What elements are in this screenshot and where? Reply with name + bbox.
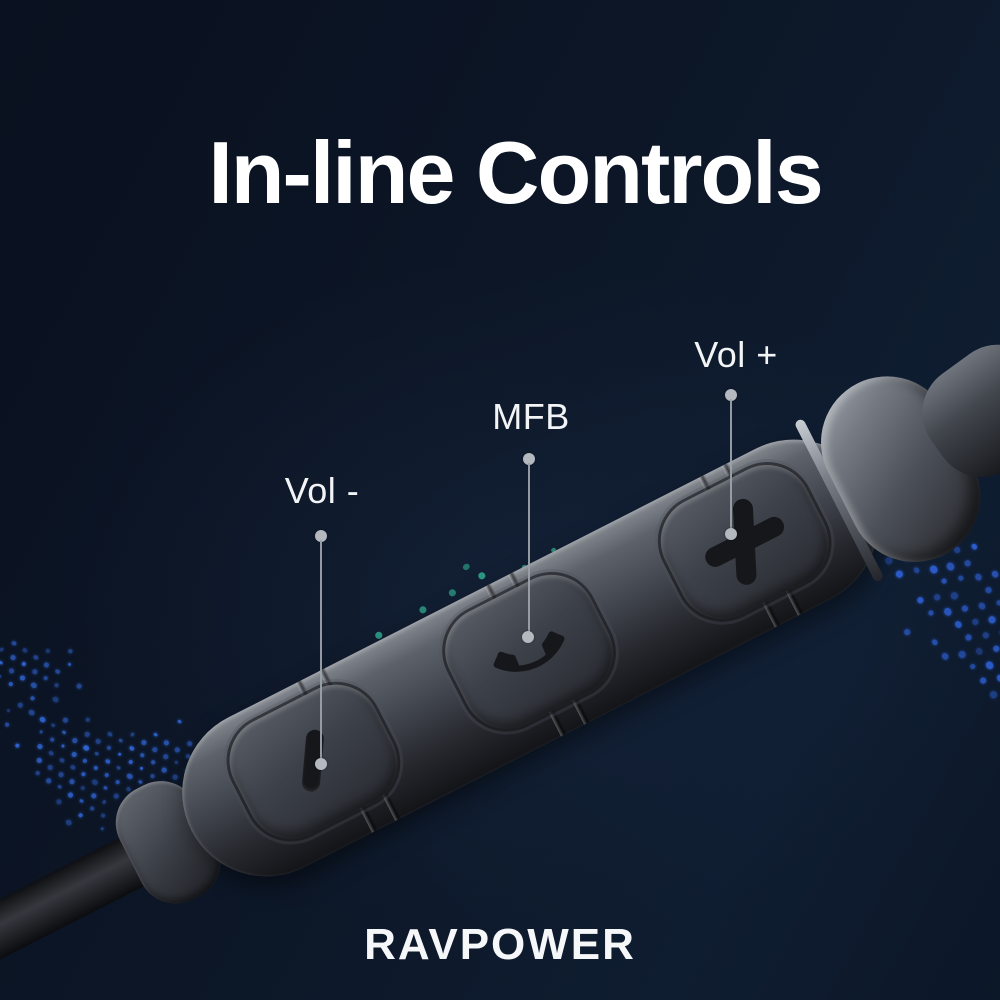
leader-dot xyxy=(315,758,327,770)
inline-remote xyxy=(0,325,1000,997)
leader-dot xyxy=(523,453,535,465)
multi-function-button xyxy=(430,559,629,744)
leader-dot xyxy=(725,389,737,401)
phone-icon xyxy=(493,631,565,672)
leader-dot xyxy=(725,528,737,540)
page-title: In-line Controls xyxy=(208,123,823,222)
callout-label: Vol - xyxy=(284,470,360,511)
brand-logo: RAVPOWER xyxy=(364,920,636,969)
plus-icon xyxy=(684,481,805,602)
leader-line xyxy=(528,463,530,633)
callout-label: Vol + xyxy=(694,334,778,375)
leader-dot xyxy=(315,530,327,542)
leader-line xyxy=(320,540,322,760)
callout-label: MFB xyxy=(492,396,570,437)
leader-line xyxy=(730,399,732,530)
leader-dot xyxy=(522,631,534,643)
